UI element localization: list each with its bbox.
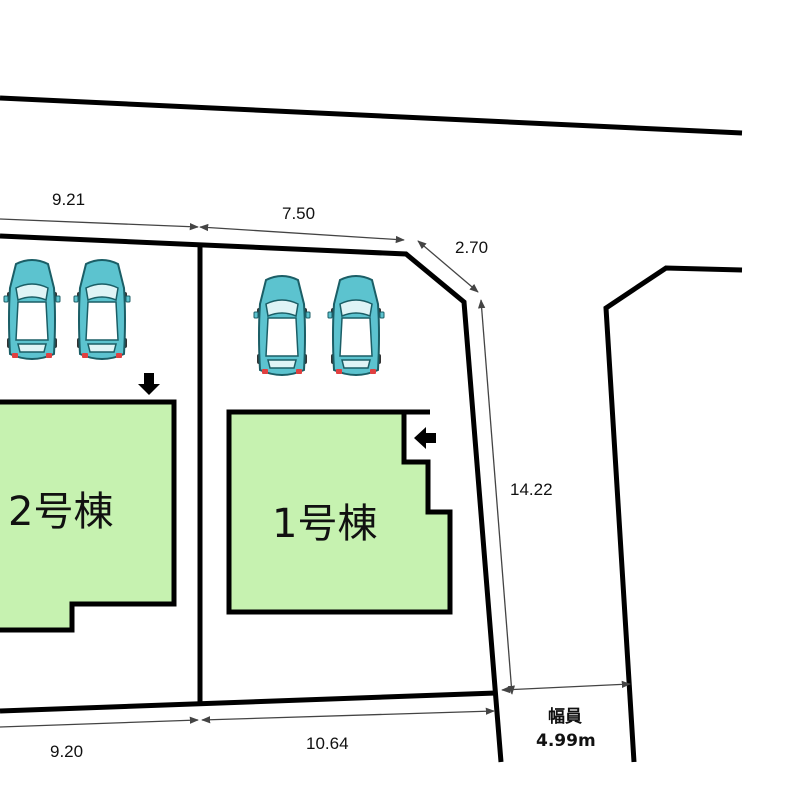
dim-line-bottom-left [0,716,199,728]
dim-line-top-left [0,218,199,231]
dim-right-side: 14.22 [510,480,553,499]
dim-bottom-left: 9.20 [50,742,83,761]
entrance-arrow-icon [414,427,436,449]
dim-top-left: 9.21 [52,190,85,209]
dim-line-road [501,680,631,694]
entrance-arrow-icon [138,373,160,395]
road-width-label: 幅員 [548,706,582,727]
road-width-value: 4.99m [536,731,596,751]
car-icon [253,275,311,376]
road-east-edge [603,265,743,763]
dim-line-right [478,299,515,695]
building-1-label: 1号棟 [272,501,377,547]
top-road-line [0,95,743,136]
dim-line-top-right [199,223,405,244]
dim-line-bottom-right [201,707,495,724]
car-icon [3,259,61,360]
dim-corner-cut: 2.70 [455,238,488,257]
lot-bottom [0,690,497,714]
lot-outline [0,233,504,763]
car-icon [327,275,385,376]
building-1-footprint [226,409,453,615]
building-2-footprint [0,399,177,633]
dim-line-corner [417,240,479,293]
car-icon [73,259,131,360]
dim-bottom-right: 10.64 [306,734,349,753]
dim-top-right: 7.50 [282,204,315,223]
building-2-label: 2号棟 [8,489,113,535]
